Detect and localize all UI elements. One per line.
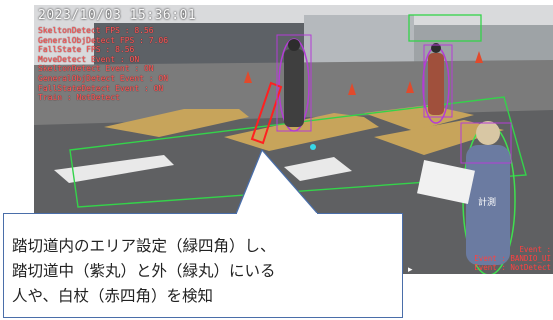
camera-view: 計測 2023/10/03 15:36:01 SkeltonDetect FPS… <box>34 5 553 274</box>
event-status-overlay: Event : Event : BANDIO_UI Event : NotDet… <box>474 245 551 272</box>
center-marker <box>310 144 316 150</box>
person-figure <box>284 49 304 127</box>
overlay-line: MoveDetect Event : ON <box>38 54 140 64</box>
event-line: Event : NotDetect <box>474 263 551 272</box>
timestamp: 2023/10/03 15:36:01 <box>38 8 197 23</box>
callout-line: 踏切道中（紫丸）と外（緑丸）にいる <box>12 262 276 280</box>
callout-box: 踏切道内のエリア設定（緑四角）し、 踏切道中（紫丸）と外（緑丸）にいる 人や、白… <box>3 213 403 318</box>
detection-area-green-rect <box>69 96 527 208</box>
white-cane-red-rect <box>250 81 283 145</box>
person-figure <box>428 53 444 115</box>
traffic-cone <box>348 83 356 95</box>
yellow-arrow-marking <box>374 120 504 155</box>
building-shape <box>304 15 414 65</box>
person-figure <box>466 145 510 265</box>
person-sign-text: 計測 <box>478 196 496 208</box>
person-hat <box>476 121 500 145</box>
overlay-line: FallState FPS : 8.56 <box>38 45 135 55</box>
bbox-purple <box>460 122 512 164</box>
paper-sheet <box>417 159 475 205</box>
event-line: Event : BANDIO_UI <box>474 254 551 263</box>
overlay-line: GeneralObjDetect Event : ON <box>38 73 169 83</box>
overlay-line: SkeltonDetect FPS : 8.56 <box>38 26 154 35</box>
person-head <box>288 39 300 51</box>
detection-status-overlay: SkeltonDetect FPS : 8.56 GeneralObjDetec… <box>38 26 168 103</box>
overlay-line: GeneralObjDetect FPS : 7.06 <box>38 35 169 45</box>
person-bbox <box>276 34 312 132</box>
railcar-shape <box>94 23 304 65</box>
overlay-line: FallStateDetect Event : ON <box>38 83 164 93</box>
white-marking <box>54 155 174 183</box>
person-bbox <box>423 44 453 118</box>
event-line: Event : <box>519 245 551 254</box>
white-marking <box>284 157 352 181</box>
traffic-cone <box>244 71 252 83</box>
yellow-arrow-marking <box>364 105 474 131</box>
yellow-arrow-marking <box>104 109 249 137</box>
overlay-line: Train : NotDetect <box>38 93 120 103</box>
callout-line: 人や、白杖（赤四角）を検知 <box>12 287 214 305</box>
camera-scene: 計測 <box>34 5 553 274</box>
mouse-cursor-icon: ▸ <box>408 265 413 275</box>
callout-seam <box>237 213 317 216</box>
traffic-cone <box>475 51 483 63</box>
callout-text: 踏切道内のエリア設定（緑四角）し、 踏切道中（紫丸）と外（緑丸）にいる 人や、白… <box>12 234 397 309</box>
traffic-cone <box>406 81 414 93</box>
bbox-green <box>408 14 482 42</box>
overlay-line: SkeltonDetect Event : ON <box>38 64 154 74</box>
callout-line: 踏切道内のエリア設定（緑四角）し、 <box>12 237 276 255</box>
